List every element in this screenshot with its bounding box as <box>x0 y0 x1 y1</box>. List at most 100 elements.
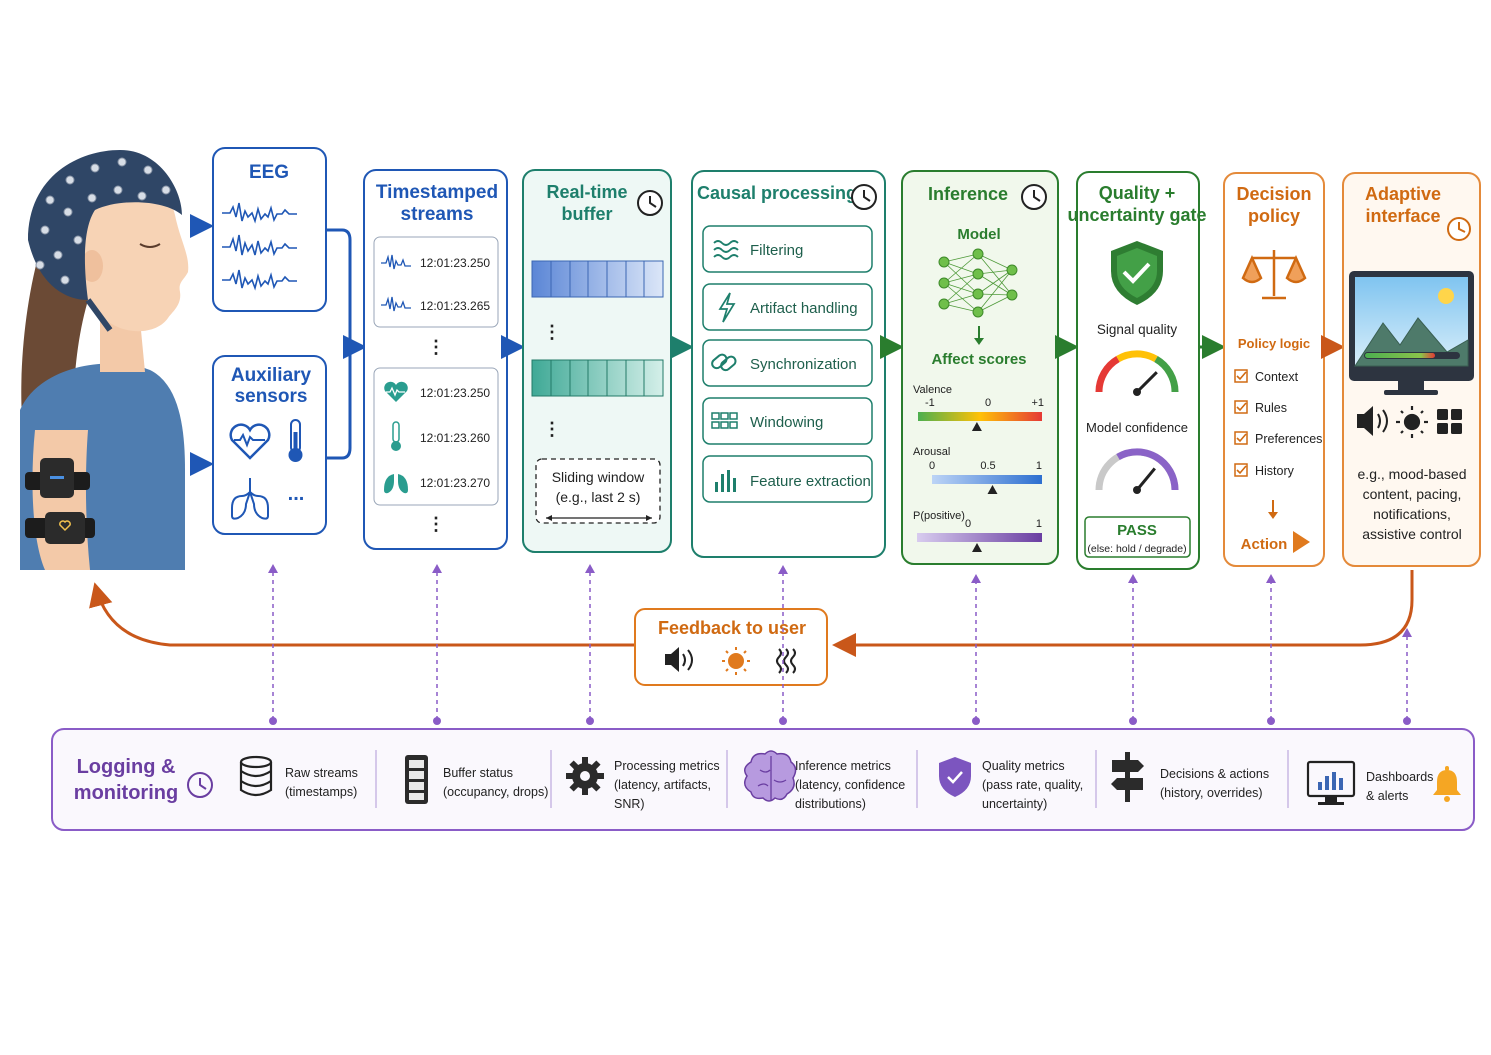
scales-icon <box>1241 250 1307 300</box>
valence-min: -1 <box>925 397 935 409</box>
brain-icon <box>744 750 797 802</box>
step-label-windowing: Windowing <box>750 414 823 431</box>
step-feature-extraction: Feature extraction <box>702 455 873 503</box>
log-item-1-line2: (timestamps) <box>285 785 357 799</box>
arousal-max: 1 <box>1036 460 1042 472</box>
log-item-4-line3: distributions) <box>795 797 866 811</box>
sliding-window-line1: Sliding window <box>552 469 645 485</box>
inference-title: Inference <box>928 184 1008 204</box>
link-icon <box>711 353 737 372</box>
thermometer-icon <box>288 419 303 462</box>
log-item-3-line2: (latency, artifacts, <box>614 778 711 792</box>
database-icon <box>239 755 273 797</box>
timestamped-streams-box: Timestamped streams 12:01:23.250 12:01:2… <box>363 169 508 550</box>
stream-time-aux-1: 12:01:23.250 <box>420 386 490 400</box>
decision-policy-box: Decision policy Policy logic Context Rul… <box>1223 172 1325 567</box>
signal-quality-label: Signal quality <box>1097 322 1178 337</box>
auxiliary-sensors-box: Auxiliary sensors ... <box>212 355 327 535</box>
arousal-marker <box>987 485 998 494</box>
shield-icon <box>939 757 971 797</box>
inference-model-label: Model <box>957 226 1000 243</box>
arousal-min: 0 <box>929 460 935 472</box>
positive-marker <box>972 543 982 552</box>
sun-icon <box>722 647 750 675</box>
arousal-bar <box>932 475 1042 484</box>
aux-more: ... <box>288 483 305 505</box>
positive-min: 0 <box>965 518 971 530</box>
log-item-6-line1: Decisions & actions <box>1160 767 1269 781</box>
streams-ellipsis-1: ⋮ <box>427 337 445 357</box>
step-label-sync: Synchronization <box>750 356 857 373</box>
monitor-icon <box>1349 271 1474 395</box>
neural-network-icon <box>938 248 1018 318</box>
signal-quality-gauge <box>1095 350 1179 396</box>
eeg-wave-icon <box>222 202 297 291</box>
buffer-title-line1: Real-time <box>546 182 627 202</box>
valence-max: +1 <box>1031 397 1044 409</box>
bell-icon <box>1433 766 1461 802</box>
log-item-1-line1: Raw streams <box>285 766 358 780</box>
eeg-box: EEG <box>212 147 327 312</box>
adaptive-interface-box: Adaptive interface <box>1342 172 1481 567</box>
step-label-filtering: Filtering <box>750 242 803 259</box>
clock-icon <box>637 190 663 216</box>
streams-title-line1: Timestamped <box>376 182 498 203</box>
logging-title-line2: monitoring <box>74 782 178 804</box>
log-item-2-line1: Buffer status <box>443 766 513 780</box>
gate-pass-label: PASS <box>1117 522 1157 539</box>
buffer-ellipsis-1: ⋮ <box>543 322 561 342</box>
log-item-4-line1: Inference metrics <box>795 759 891 773</box>
signpost-icon <box>1111 752 1144 802</box>
feedback-title: Feedback to user <box>658 618 806 638</box>
apps-grid-icon <box>1437 409 1462 434</box>
policy-checklist: Context Rules Preferences History <box>1234 369 1322 478</box>
policy-item-rules: Rules <box>1255 401 1287 415</box>
valence-bar <box>918 412 1042 421</box>
affect-scores-label: Affect scores <box>931 351 1026 368</box>
shield-check-icon <box>1111 241 1163 305</box>
step-filtering: Filtering <box>702 225 873 273</box>
causal-title: Causal processing <box>697 183 857 203</box>
adaptive-title-line2: interface <box>1365 206 1440 226</box>
signal-quality-needle <box>1135 371 1158 394</box>
step-label-features: Feature extraction <box>750 473 871 490</box>
positive-bar <box>917 533 1042 542</box>
play-icon <box>1293 531 1310 553</box>
log-item-7-line1: Dashboards <box>1366 770 1433 784</box>
check-rules: Rules <box>1234 400 1287 415</box>
causal-processing-box: Causal processing Filtering Artifact han… <box>691 170 886 558</box>
buffer-ellipsis-2: ⋮ <box>543 419 561 439</box>
logging-monitoring-panel: Logging & monitoring Raw streams (timest… <box>51 728 1475 831</box>
log-item-3-line3: SNR) <box>614 797 645 811</box>
log-item-7-line2: & alerts <box>1366 789 1408 803</box>
policy-item-history: History <box>1255 464 1295 478</box>
log-item-5-line1: Quality metrics <box>982 759 1065 773</box>
stream-time-eeg-1: 12:01:23.250 <box>420 256 490 270</box>
gate-else-label: (else: hold / degrade) <box>1087 543 1186 555</box>
quality-gate-box: Quality + uncertainty gate Signal qualit… <box>1067 171 1207 570</box>
aux-title-line2: sensors <box>235 386 308 407</box>
stream-time-aux-2: 12:01:23.260 <box>420 431 490 445</box>
sliding-window-line2: (e.g., last 2 s) <box>556 489 641 505</box>
adaptive-desc-3: notifications, <box>1373 506 1451 522</box>
policy-logic-label: Policy logic <box>1238 336 1310 351</box>
log-item-4-line2: (latency, confidence <box>795 778 905 792</box>
feedback-return-line <box>832 570 1414 657</box>
stream-time-aux-3: 12:01:23.270 <box>420 476 490 490</box>
arousal-mid: 0.5 <box>980 460 995 472</box>
log-item-3-line1: Processing metrics <box>614 759 720 773</box>
adaptive-desc-1: e.g., mood-based <box>1358 466 1467 482</box>
monitoring-connector-ends <box>268 564 1412 725</box>
logging-title-line1: Logging & <box>77 756 176 778</box>
monitoring-connectors <box>272 572 1408 720</box>
person-illustration <box>20 150 189 570</box>
valence-label: Valence <box>913 384 952 396</box>
grid-icon <box>711 412 738 429</box>
step-label-artifact: Artifact handling <box>750 300 858 317</box>
lungs-mini-icon <box>384 474 408 494</box>
check-preferences: Preferences <box>1234 431 1322 446</box>
action-label: Action <box>1241 536 1288 553</box>
model-confidence-gauge <box>1095 448 1179 494</box>
filter-waves-icon <box>713 240 739 260</box>
